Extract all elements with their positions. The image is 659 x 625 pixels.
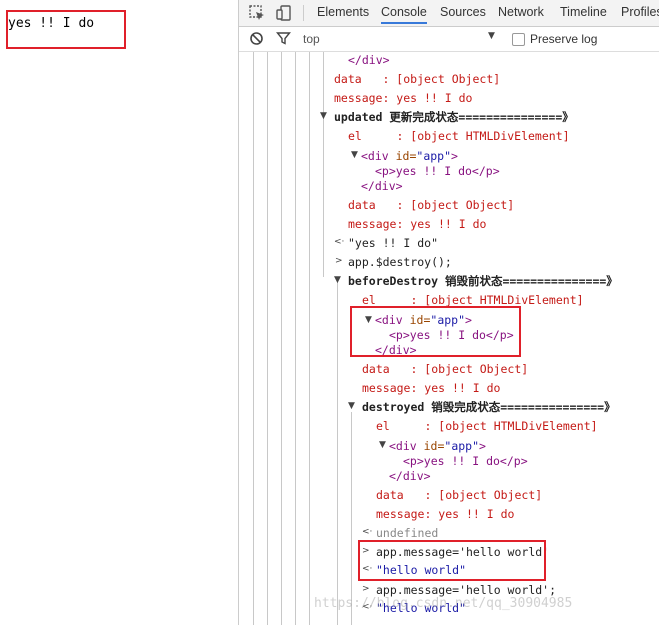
tab-elements[interactable]: Elements [317, 5, 370, 19]
console-filter-bar: top ▼ Preserve log [239, 27, 659, 52]
highlight-box-page [6, 10, 126, 49]
console-line-data: data : [object Object] [348, 198, 515, 212]
highlight-box-dom-node [350, 306, 521, 357]
tab-profiles[interactable]: Profiles [621, 5, 659, 19]
console-line-el: el : [object HTMLDivElement] [362, 293, 584, 307]
filter-icon[interactable] [276, 31, 291, 46]
console-line-el: el : [object HTMLDivElement] [348, 129, 570, 143]
app-message-text: yes !! I do [8, 16, 95, 31]
console-result: "hello world" [376, 563, 467, 577]
console-dom-close: </div> [375, 343, 417, 357]
console-line-data: data : [object Object] [362, 362, 529, 376]
group-indent-guide [281, 52, 282, 625]
console-line-message: message: yes !! I do [348, 217, 487, 231]
expand-triangle-icon[interactable]: ▼ [320, 111, 327, 121]
console-line-el: el : [object HTMLDivElement] [376, 419, 598, 433]
tab-timeline[interactable]: Timeline [560, 5, 607, 19]
group-indent-guide [309, 52, 310, 625]
devtools-panel: Elements Console Sources Network Timelin… [238, 0, 659, 625]
console-line-message: message: yes !! I do [376, 507, 515, 521]
result-arrow-icon: <· [334, 237, 345, 247]
console-line-message: message: yes !! I do [362, 381, 501, 395]
console-line-message: message: yes !! I do [334, 91, 473, 105]
device-toolbar-icon[interactable] [275, 4, 293, 22]
console-dom-node[interactable]: <div id="app"> [361, 149, 458, 163]
result-arrow-icon: <· [362, 564, 373, 574]
toolbar-separator [303, 5, 304, 21]
expand-triangle-icon[interactable]: ▼ [365, 315, 372, 325]
highlight-box-message [358, 540, 546, 581]
context-selector[interactable]: top [303, 32, 320, 46]
console-result: undefined [376, 526, 439, 540]
expand-triangle-icon[interactable]: ▼ [351, 150, 358, 160]
app-page-preview: yes !! I do [0, 0, 238, 625]
console-group-updated[interactable]: updated 更新完成状态===============》 [334, 110, 574, 124]
tab-sources[interactable]: Sources [440, 5, 486, 19]
group-indent-guide [323, 52, 324, 277]
console-dom-child: <p>yes !! I do</p> [389, 328, 514, 342]
preserve-log-checkbox[interactable] [512, 33, 525, 46]
input-prompt-icon: > [362, 584, 370, 594]
input-prompt-icon: > [335, 256, 343, 266]
console-input: app.message='hello world'; [376, 583, 557, 597]
group-indent-guide [337, 277, 338, 625]
console-line-data: data : [object Object] [376, 488, 543, 502]
group-indent-guide [351, 412, 352, 625]
console-dom-close: </div> [389, 469, 431, 483]
group-indent-guide [267, 52, 268, 625]
console-group-destroyed[interactable]: destroyed 销毁完成状态===============》 [362, 400, 616, 414]
console-dom-child: <p>yes !! I do</p> [403, 454, 528, 468]
watermark: https://blog.csdn.net/qq_30904985 [314, 596, 573, 611]
expand-triangle-icon[interactable]: ▼ [348, 401, 355, 411]
preserve-log-label: Preserve log [530, 32, 598, 46]
console-dom-node[interactable]: <div id="app"> [389, 439, 486, 453]
console-group-beforedestroy[interactable]: beforeDestroy 销毁前状态===============》 [348, 274, 618, 288]
expand-triangle-icon[interactable]: ▼ [334, 275, 341, 285]
devtools-toolbar: Elements Console Sources Network Timelin… [239, 0, 659, 27]
console-result: "hello world" [376, 601, 467, 615]
chevron-down-icon[interactable]: ▼ [488, 31, 495, 41]
console-line-div-close: </div> [348, 53, 390, 67]
console-dom-close: </div> [361, 179, 403, 193]
console-input: app.$destroy(); [348, 255, 452, 269]
result-arrow-icon: <· [362, 602, 373, 612]
console-input: app.message='hello world' [376, 545, 550, 559]
group-indent-guide [295, 52, 296, 625]
tab-console[interactable]: Console [381, 5, 427, 24]
console-dom-node[interactable]: <div id="app"> [375, 313, 472, 327]
inspect-element-icon[interactable] [248, 4, 266, 22]
clear-console-icon[interactable] [249, 31, 264, 46]
console-line-data: data : [object Object] [334, 72, 501, 86]
result-arrow-icon: <· [362, 527, 373, 537]
console-output: </div> data : [object Object] message: y… [239, 52, 659, 625]
tab-network[interactable]: Network [498, 5, 544, 19]
console-dom-child: <p>yes !! I do</p> [375, 164, 500, 178]
console-result: "yes !! I do" [348, 236, 439, 250]
group-indent-guide [253, 52, 254, 625]
expand-triangle-icon[interactable]: ▼ [379, 440, 386, 450]
input-prompt-icon: > [362, 546, 370, 556]
